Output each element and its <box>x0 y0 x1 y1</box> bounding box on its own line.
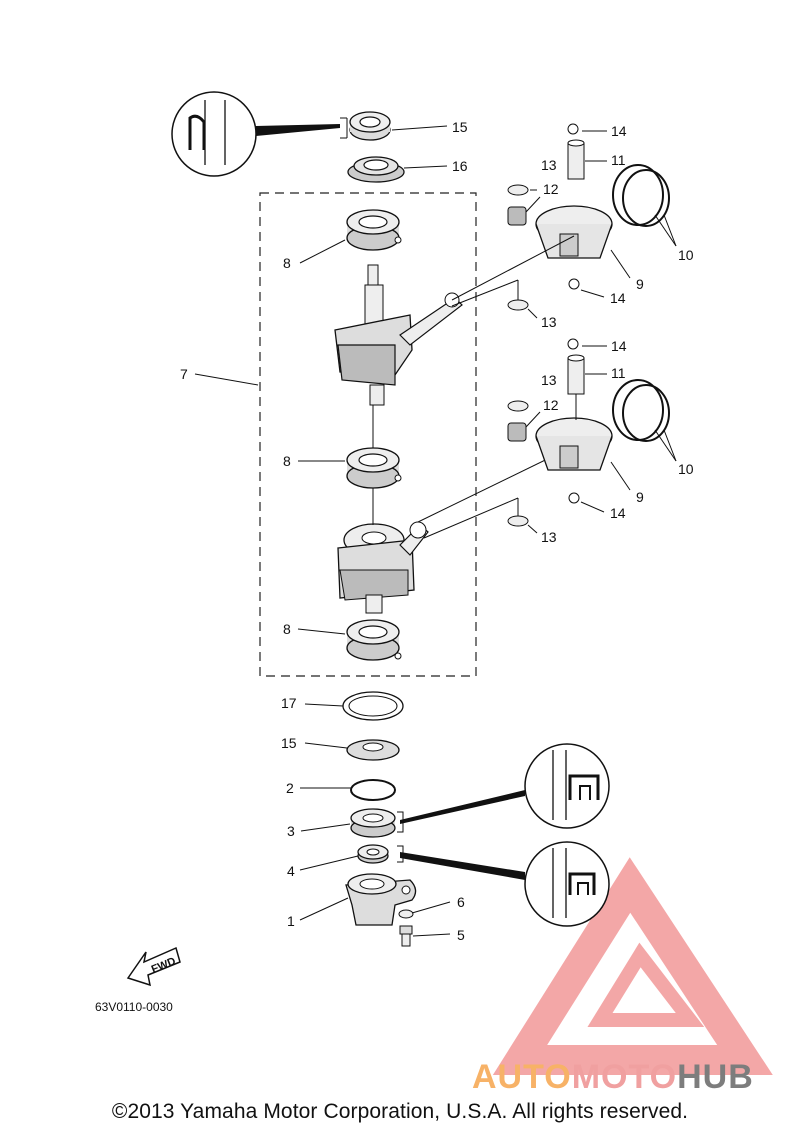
washer-lower-a <box>507 400 529 412</box>
callout-13-d: 13 <box>541 529 557 545</box>
callout-8-top: 8 <box>283 255 291 271</box>
callout-6: 6 <box>457 894 465 910</box>
callout-13-a: 13 <box>541 157 557 173</box>
callout-9-a: 9 <box>636 276 644 292</box>
callout-10-a: 10 <box>678 247 694 263</box>
clip-lower-a <box>567 338 579 350</box>
callout-11-a: 11 <box>611 152 626 168</box>
callout-14-c: 14 <box>611 338 627 354</box>
watermark-auto: AUTO <box>472 1058 572 1096</box>
crankshaft-assembly-box <box>259 192 477 677</box>
main-bearing-top <box>346 209 402 251</box>
callout-3: 3 <box>287 823 295 839</box>
callout-2: 2 <box>286 780 294 796</box>
washer-6 <box>398 909 414 919</box>
callout-8-middle: 8 <box>283 453 291 469</box>
oil-seal-top <box>349 111 391 141</box>
piston-upper <box>535 205 613 259</box>
needle-bearing-upper <box>507 206 527 226</box>
callout-15-top: 15 <box>452 119 468 135</box>
callout-14-b: 14 <box>610 290 626 306</box>
o-ring <box>350 779 396 801</box>
callout-12-b: 12 <box>543 397 559 413</box>
piston-rings-lower <box>612 379 670 442</box>
crankshaft-lower <box>337 523 415 614</box>
washer-lower-b <box>507 515 529 527</box>
callout-12-a: 12 <box>543 181 559 197</box>
callout-8-bottom: 8 <box>283 621 291 637</box>
forward-arrow-icon: FWD <box>126 946 181 987</box>
seal-detail-circle-middle <box>397 743 610 833</box>
callout-14-a: 14 <box>611 123 627 139</box>
callout-9-b: 9 <box>636 489 644 505</box>
washer-upper-b <box>507 299 529 311</box>
figure-code: 63V0110-0030 <box>95 1000 173 1014</box>
watermark-hub: HUB <box>677 1058 754 1096</box>
callout-15-bottom: 15 <box>281 735 297 751</box>
callout-7: 7 <box>180 366 188 382</box>
bottom-housing <box>345 873 417 926</box>
main-bearing-middle <box>346 447 402 489</box>
callout-13-b: 13 <box>541 314 557 330</box>
callout-11-b: 11 <box>611 365 626 381</box>
callout-10-b: 10 <box>678 461 694 477</box>
callout-16: 16 <box>452 158 468 174</box>
callout-13-c: 13 <box>541 372 557 388</box>
piston-pin-upper <box>567 139 585 180</box>
clip-upper-a <box>567 123 579 135</box>
callout-14-d: 14 <box>610 505 626 521</box>
washer-upper-a <box>507 184 529 196</box>
watermark-logo <box>492 857 773 1075</box>
leader-lines <box>194 125 677 937</box>
main-bearing-bottom <box>346 619 402 661</box>
piston-rings-upper <box>612 164 670 227</box>
clip-upper-b <box>568 278 580 290</box>
oil-seal-3 <box>350 808 396 838</box>
piston-pin-lower <box>567 354 585 395</box>
clip-lower-b <box>568 492 580 504</box>
crankshaft-upper <box>334 264 413 406</box>
copyright-notice: ©2013 Yamaha Motor Corporation, U.S.A. A… <box>111 1100 689 1123</box>
callout-4: 4 <box>287 863 295 879</box>
bolt-5 <box>399 925 413 947</box>
needle-bearing-lower <box>507 422 527 442</box>
oil-seal-lower <box>346 739 400 761</box>
oil-seal-4 <box>357 844 389 864</box>
seal-detail-circle-bottom <box>397 841 610 927</box>
callout-17: 17 <box>281 695 297 711</box>
seal-detail-circle-top <box>171 91 348 177</box>
callout-1: 1 <box>287 913 295 929</box>
bearing-cap <box>347 156 405 183</box>
watermark-text: AUTOMOTOHUB <box>472 1058 754 1096</box>
piston-lower <box>535 417 613 471</box>
watermark-moto: MOTO <box>572 1058 677 1096</box>
callout-5: 5 <box>457 927 465 943</box>
gasket <box>342 691 404 721</box>
